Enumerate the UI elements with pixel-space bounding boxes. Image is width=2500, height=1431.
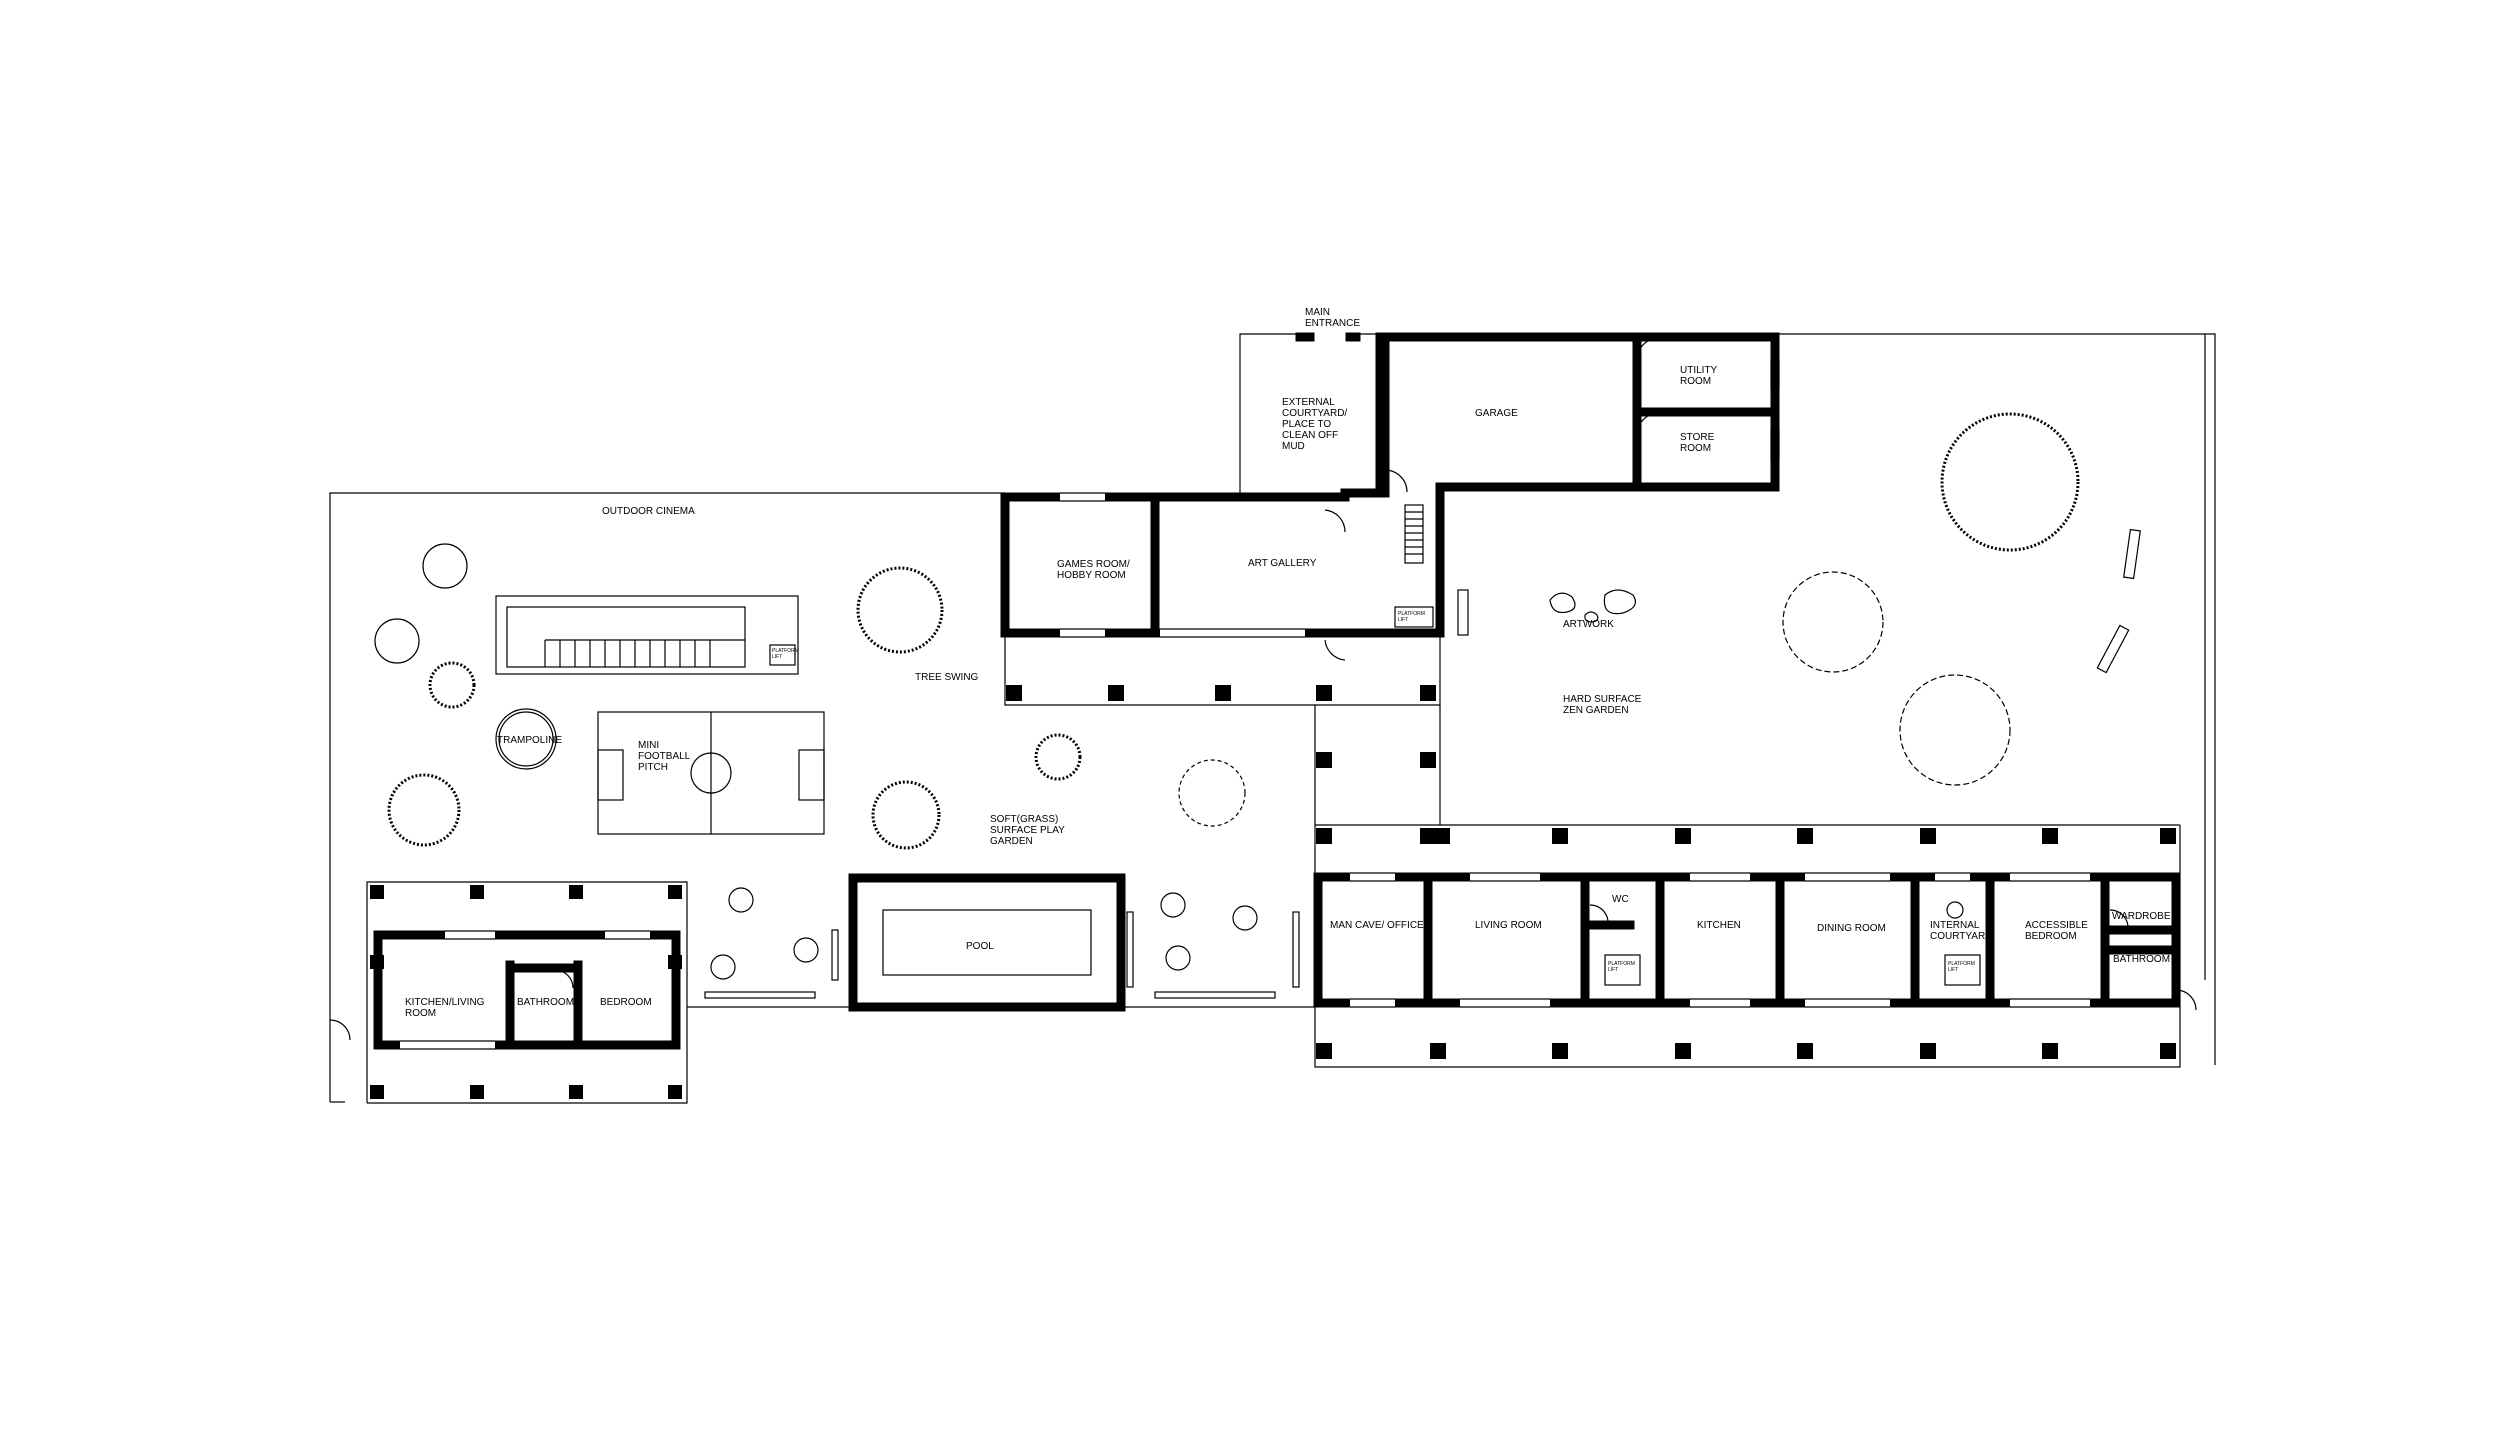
gallery-stair-treads [1405,511,1423,555]
tree-icon [428,661,476,709]
tree-icon [1899,674,2011,786]
trampoline-label: TRAMPOLINE [497,735,562,746]
artwork-label: ARTWORK [1563,619,1614,630]
tree-icon [793,937,819,963]
wardrobe-label: WARDROBE [2112,911,2171,922]
kitchen-label: KITCHEN [1697,920,1741,931]
pool-label: POOL [966,941,994,952]
tree-icon [1160,892,1186,918]
zen-garden-features [1457,528,2141,674]
tree-icon [374,618,420,664]
outdoor-cinema-steps [495,595,799,675]
tree-icon [710,954,736,980]
tree-icon [387,773,461,847]
tree-swing-label: TREE SWING [915,672,979,683]
wc-label: WC [1612,894,1629,905]
cinema-stair [544,639,745,667]
tree-icon [1782,571,1884,673]
outdoor-cinema-label: OUTDOOR CINEMA [602,506,695,517]
dining-room-label: DINING ROOM [1817,923,1886,934]
art-gallery-label: ART GALLERY [1248,558,1317,569]
tree-icon [1165,945,1191,971]
tree-icon [1940,412,2080,552]
tree-icon [856,566,944,654]
site-boundary [329,333,2216,1103]
gallery-block [1000,488,1445,825]
trees [374,412,2080,980]
garage-block [1380,332,1780,498]
trampoline [495,708,557,770]
games-room-label: GAMES ROOM/HOBBY ROOM [1057,559,1130,581]
living-room-label: LIVING ROOM [1475,920,1542,931]
annex-bedroom-label: BEDROOM [600,997,652,1008]
main-house [1313,824,2197,1068]
tree-icon [1034,733,1082,781]
main-bathroom-label: BATHROOM [2113,954,2170,965]
tree-icon [871,780,941,850]
garage-label: GARAGE [1475,408,1518,419]
pool [687,873,1315,1012]
tree-icon [422,543,468,589]
annex [329,881,688,1104]
tree-icon [1178,759,1246,827]
mini-football-pitch [597,711,825,835]
tree-icon [728,887,754,913]
annex-bathroom-label: BATHROOM [517,997,574,1008]
man-cave-label: MAN CAVE/ OFFICE [1330,920,1424,931]
tree-icon [1232,905,1258,931]
main-house-window-lines [1350,872,2090,1008]
